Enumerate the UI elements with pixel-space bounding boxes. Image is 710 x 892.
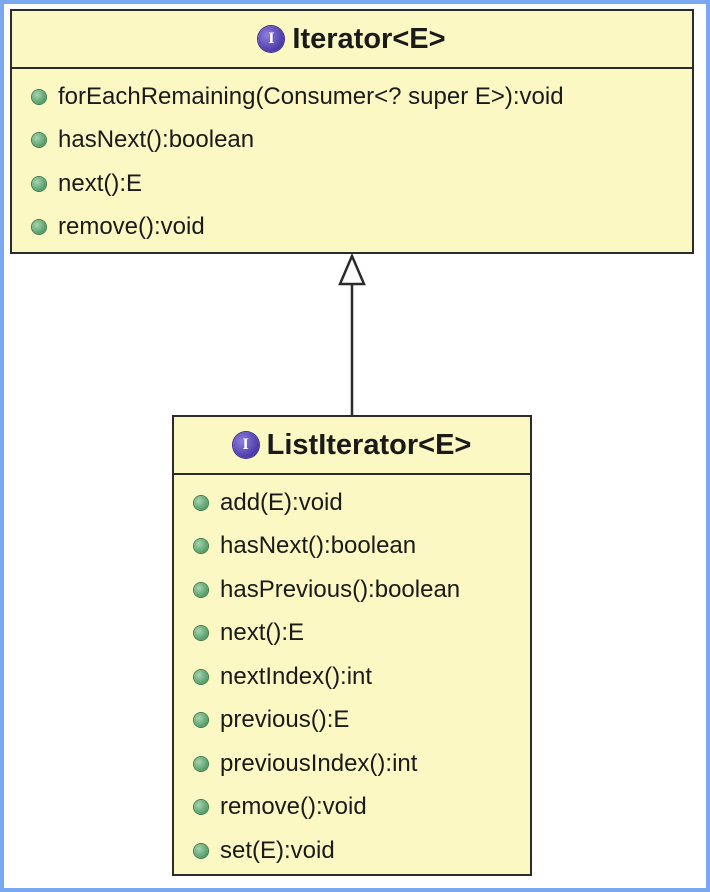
method-signature: next():E <box>58 169 143 197</box>
method-row[interactable]: nextIndex():int <box>174 655 530 699</box>
method-signature: remove():void <box>220 793 367 821</box>
public-method-icon <box>194 713 208 728</box>
method-signature: add(E):void <box>220 488 343 516</box>
interface-icon: I <box>232 432 259 458</box>
listiterator-methods: add(E):void hasNext():boolean hasPrevious(… <box>174 475 530 873</box>
method-signature: hasNext():boolean <box>220 532 417 560</box>
method-row[interactable]: forEachRemaining(Consumer<? super E>):vo… <box>12 75 692 119</box>
method-row[interactable]: add(E):void <box>174 481 530 525</box>
method-signature: previousIndex():int <box>220 749 418 777</box>
method-signature: previous():E <box>220 706 350 734</box>
public-method-icon <box>194 843 208 858</box>
iterator-title: Iterator<E> <box>292 22 446 55</box>
method-row[interactable]: remove():void <box>174 786 530 830</box>
method-row[interactable]: hasNext():boolean <box>174 525 530 569</box>
public-method-icon <box>194 800 208 815</box>
method-row[interactable]: hasNext():boolean <box>12 119 692 163</box>
method-signature: forEachRemaining(Consumer<? super E>):vo… <box>58 82 564 110</box>
public-method-icon <box>194 582 208 597</box>
method-signature: nextIndex():int <box>220 662 373 690</box>
method-row[interactable]: remove():void <box>12 206 692 250</box>
method-signature: hasNext():boolean <box>58 126 255 154</box>
method-row[interactable]: previous():E <box>174 699 530 743</box>
iterator-methods: forEachRemaining(Consumer<? super E>):vo… <box>12 69 692 249</box>
public-method-icon <box>32 220 46 235</box>
method-row[interactable]: set(E):void <box>174 829 530 873</box>
public-method-icon <box>32 89 46 104</box>
interface-icon: I <box>258 26 285 52</box>
method-signature: next():E <box>220 619 305 647</box>
iterator-interface-box[interactable]: I Iterator<E> forEachRemaining(Consumer<… <box>10 9 694 254</box>
public-method-icon <box>194 756 208 771</box>
public-method-icon <box>32 176 46 191</box>
method-signature: hasPrevious():boolean <box>220 575 461 603</box>
method-signature: set(E):void <box>220 836 335 864</box>
listiterator-title: ListIterator<E> <box>266 428 472 461</box>
public-method-icon <box>194 539 208 554</box>
listiterator-interface-box[interactable]: I ListIterator<E> add(E):void hasNext():b… <box>172 415 532 876</box>
method-row[interactable]: next():E <box>12 162 692 206</box>
public-method-icon <box>194 626 208 641</box>
public-method-icon <box>194 669 208 684</box>
method-row[interactable]: previousIndex():int <box>174 742 530 786</box>
method-signature: remove():void <box>58 213 205 241</box>
method-row[interactable]: hasPrevious():boolean <box>174 568 530 612</box>
iterator-header: I Iterator<E> <box>12 11 692 69</box>
public-method-icon <box>32 133 46 148</box>
hollow-triangle-arrowhead <box>338 252 366 286</box>
listiterator-header: I ListIterator<E> <box>174 417 530 475</box>
method-row[interactable]: next():E <box>174 612 530 656</box>
public-method-icon <box>194 495 208 510</box>
